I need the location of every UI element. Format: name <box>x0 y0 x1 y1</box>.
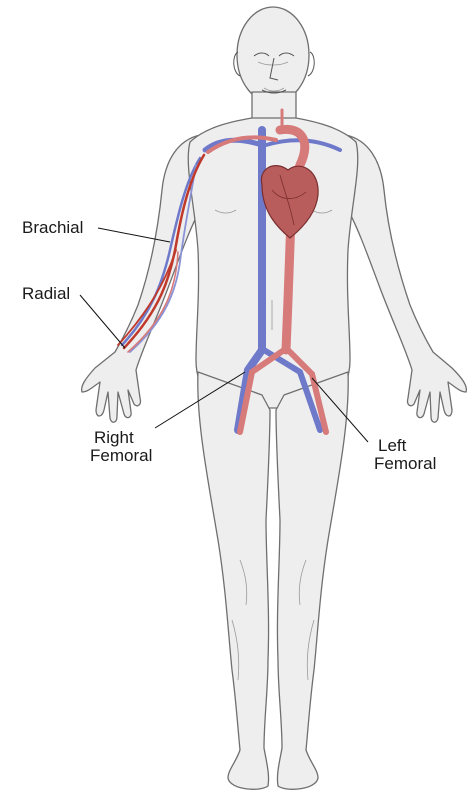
left-arm <box>346 135 466 422</box>
head <box>237 7 309 103</box>
label-right-femoral-line2: Femoral <box>90 446 152 465</box>
torso <box>188 118 358 408</box>
radial-leader <box>80 295 125 348</box>
label-brachial: Brachial <box>22 218 83 237</box>
human-body <box>82 7 467 789</box>
label-left-femoral-line2: Femoral <box>374 454 436 473</box>
left-leg <box>276 372 348 789</box>
label-radial: Radial <box>22 284 70 303</box>
right-leg <box>198 372 270 789</box>
right-arm <box>82 135 200 422</box>
label-left-femoral-line1: Left <box>378 436 406 455</box>
label-right-femoral-line1: Right <box>94 428 134 447</box>
